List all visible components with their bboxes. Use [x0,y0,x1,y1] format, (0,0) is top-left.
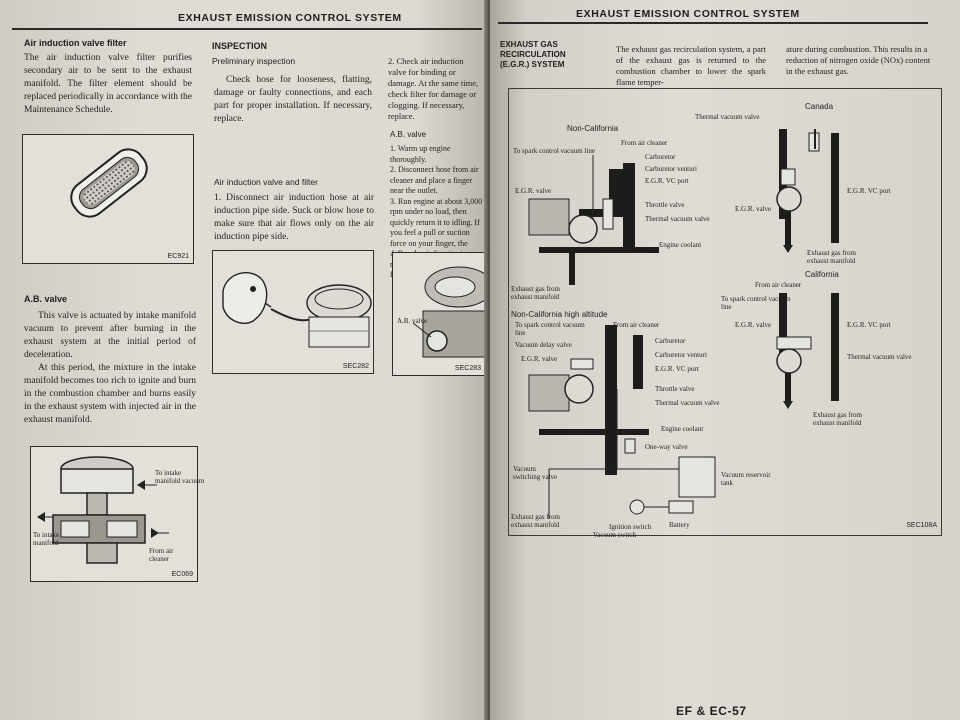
label-spark-control: To spark control vacuum line [513,147,595,155]
label-one-way-valve: One-way valve [645,443,688,451]
air-induction-step-1: 1. Disconnect air induction hose at air … [214,193,374,242]
label-thermal-vacuum-valve-ha: Thermal vacuum valve [655,399,720,407]
air-filter-heading: Air induction valve filter [24,38,127,48]
label-egr-vc-port-ha: E.G.R. VC port [655,365,699,373]
figure-code: SEC108A [906,522,937,529]
from-air-cleaner-label: From air cleaner [149,547,174,563]
label-vacuum-reservoir-tank: Vacuum reservoir tank [721,471,771,487]
egr-intro-column-1: The exhaust gas recirculation system, a … [616,44,766,87]
label-thermal-vacuum-valve-canada: Thermal vacuum valve [695,113,760,121]
egr-schematics [528,129,839,519]
label-carburetor: Carburetor [645,153,676,161]
ab-valve-location-figure: A.B. valve SEC283 [392,252,488,376]
header-rule [498,22,928,24]
egr-system-diagram: Non-California To spark control vacuum l… [508,88,942,539]
label-egr-valve-canada: E.G.R. valve [735,205,772,213]
label-egr-valve-ca: E.G.R. valve [735,321,772,329]
label-egr-valve-ha: E.G.R. valve [521,355,558,363]
label-egr-vc-port: E.G.R. VC port [645,177,689,185]
label-carburetor-venturi-ha: Carburetor venturi [655,351,707,359]
air-induction-valve-subheading: Air induction valve and filter [214,177,318,187]
label-exhaust-gas: Exhaust gas from exhaust manifold [511,285,560,301]
suck-blow-hose-figure: SEC282 [212,250,374,374]
california-title: California [805,270,839,279]
left-page: EXHAUST EMISSION CONTROL SYSTEM Air indu… [0,0,488,720]
air-filter-paragraph: The air induction valve filter purifies … [24,53,193,115]
ab-valve-subheading: A.B. valve [390,130,427,139]
figure-code: EC921 [167,253,189,260]
label-carburetor-ha: Carburetor [655,337,686,345]
figure-code: SEC282 [342,363,369,370]
egr-section-title: EXHAUST GAS RECIRCULATION (E.G.R.) SYSTE… [500,40,566,69]
ab-valve-cutaway [37,456,169,564]
label-spark-control-ha: To spark control vacuum line [515,321,585,337]
ab-valve-figure: To intake manifold vacuum To intake mani… [30,446,204,582]
label-exhaust-gas-canada: Exhaust gas from exhaust manifold [807,249,856,265]
label-spark-control-ca: To spark control vacuum line [721,295,791,311]
label-engine-coolant: Engine coolant [659,241,702,249]
label-from-air-cleaner-ca: From air cleaner [755,281,802,289]
ab-valve-paragraph-1: This valve is actuated by intake manifol… [24,311,196,360]
label-engine-coolant-ha: Engine coolant [661,425,704,433]
left-page-header: EXHAUST EMISSION CONTROL SYSTEM [178,12,402,24]
to-intake-vacuum-label: To intake manifold vacuum [155,469,205,485]
label-egr-vc-port-ca: E.G.R. VC port [847,321,891,329]
preliminary-inspection-paragraph: Check hose for looseness, flatting, dama… [214,75,372,124]
air-induction-step-2: 2. Check air induction valve for binding… [388,56,479,121]
right-page: EXHAUST EMISSION CONTROL SYSTEM EXHAUST … [490,0,960,720]
label-battery: Battery [669,521,690,529]
label-ignition-switch: Ignition switch [609,523,652,531]
label-egr-valve: E.G.R. valve [515,187,552,195]
label-thermal-vacuum-valve: Thermal vacuum valve [645,215,710,223]
air-filter-illustration [70,148,148,218]
label-exhaust-gas-ha: Exhaust gas from exhaust manifold [511,513,560,529]
label-exhaust-gas-ca: Exhaust gas from exhaust manifold [813,411,862,427]
figure-code: SEC283 [454,365,481,372]
right-page-header: EXHAUST EMISSION CONTROL SYSTEM [576,8,800,20]
preliminary-inspection-subheading: Preliminary inspection [212,56,296,66]
label-from-air-cleaner-ha: From air cleaner [613,321,660,329]
non-california-title: Non-California [567,124,619,133]
header-rule [12,28,482,30]
label-from-air-cleaner: From air cleaner [621,139,668,147]
label-throttle-valve-ha: Throttle valve [655,385,695,393]
air-filter-figure: EC921 [22,134,194,264]
page-number: EF & EC-57 [676,704,747,718]
engine-bay-illustration [412,266,488,358]
label-vacuum-switch: Vacuum switch [593,531,636,539]
label-carburetor-venturi: Carburetor venturi [645,165,697,173]
label-egr-vc-port-canada: E.G.R. VC port [847,187,891,195]
to-intake-label: To intake manifold [33,531,60,547]
high-altitude-title: Non-California high altitude [511,310,608,319]
label-throttle-valve: Throttle valve [645,201,685,209]
ab-valve-paragraph-2: At this period, the mixture in the intak… [24,363,196,425]
inspection-heading: INSPECTION [212,41,268,51]
canada-title: Canada [805,102,834,111]
egr-intro-column-2: ature during combustion. This results in… [786,44,931,76]
label-vacuum-switching-valve: Vacuum switching valve [513,465,558,481]
ab-valve-heading: A.B. valve [24,294,68,304]
mouth-on-hose-illustration [222,272,372,348]
label-vacuum-delay-valve: Vacuum delay valve [515,341,572,349]
figure-code: EC069 [171,571,193,578]
ab-valve-callout: A.B. valve [397,317,428,325]
label-thermal-vacuum-valve-ca: Thermal vacuum valve [847,353,912,361]
